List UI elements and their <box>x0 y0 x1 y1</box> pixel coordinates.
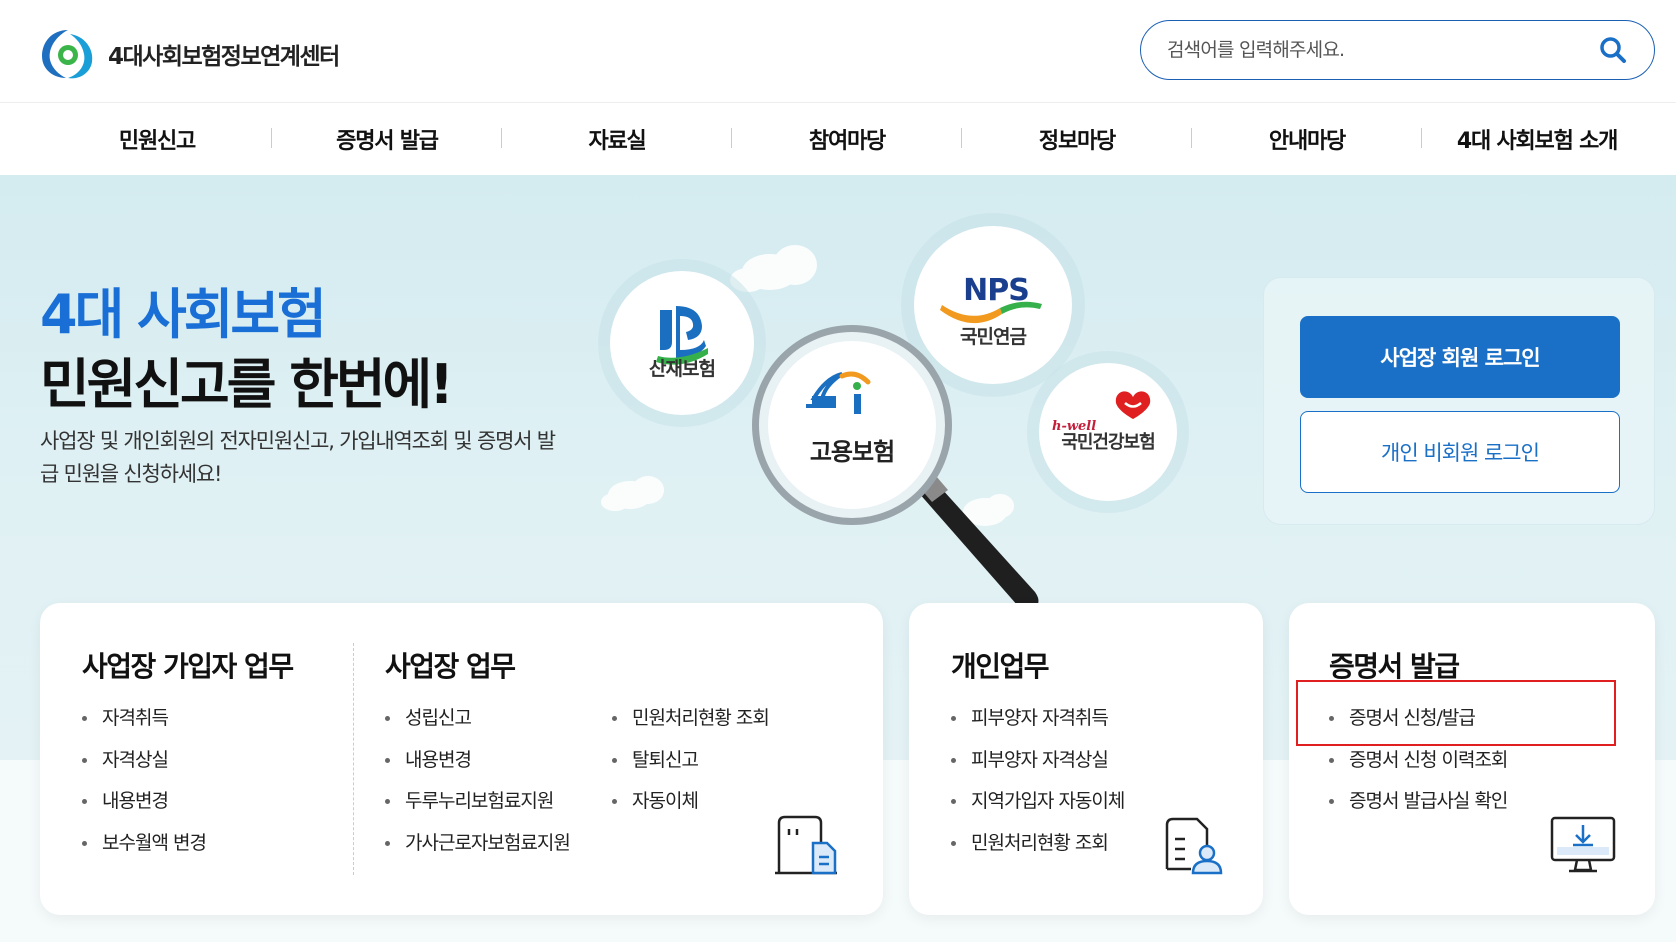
main-nav: 민원신고 증명서 발급 자료실 참여마당 정보마당 안내마당 4대 사회보험 소… <box>0 102 1676 175</box>
nps-label: 국민연금 <box>960 326 1026 348</box>
insurance-illustration: 산재보험 NPS 국민연금 h-well 국민건강보험 고용보험 <box>598 213 1189 610</box>
highlight-box <box>1296 680 1616 746</box>
list-item[interactable]: 탈퇴신고 <box>612 745 769 787</box>
certificate-title: 증명서 발급 <box>1329 650 1460 683</box>
list-item[interactable]: 민원처리현황 조회 <box>951 828 1124 870</box>
list-item[interactable]: 자격상실 <box>82 745 206 787</box>
hwell-logo-text: h-well <box>1052 419 1096 434</box>
logo-mark-icon <box>42 30 93 79</box>
person-document-icon <box>1165 817 1223 875</box>
nav-item-participation[interactable]: 참여마당 <box>732 123 962 155</box>
list-item[interactable]: 증명서 발급사실 확인 <box>1329 786 1508 828</box>
certificate-apply-link[interactable]: 증명서 신청/발급 <box>1329 703 1507 745</box>
biz-list-col1: 성립신고 내용변경 두루누리보험료지원 가사근로자보험료지원 <box>385 703 571 870</box>
biz-member-list: 자격취득 자격상실 내용변경 보수월액 변경 <box>82 703 207 870</box>
cloud-icon <box>730 245 817 292</box>
list-item[interactable]: 피부양자 자격취득 <box>951 703 1124 745</box>
list-item[interactable]: 피부양자 자격상실 <box>951 745 1124 787</box>
nav-item-guide[interactable]: 안내마당 <box>1192 123 1422 155</box>
magnifier-icon: 고용보험 <box>752 325 1039 610</box>
business-login-button[interactable]: 사업장 회원 로그인 <box>1300 316 1620 398</box>
list-item[interactable]: 내용변경 <box>82 786 206 828</box>
login-panel: 사업장 회원 로그인 개인 비회원 로그인 <box>1263 277 1655 525</box>
list-item[interactable]: 자격취득 <box>82 703 206 745</box>
sanjae-label: 산재보험 <box>649 358 715 380</box>
site-logo[interactable]: 4대사회보험정보연계센터 <box>40 26 340 82</box>
hero-title-highlight: 4대 사회보험 <box>40 283 327 346</box>
list-item[interactable]: 증명서 신청 이력조회 <box>1329 745 1508 787</box>
search-input[interactable] <box>1167 39 1598 61</box>
site-header: 4대사회보험정보연계센터 <box>0 0 1676 100</box>
hero-description: 사업장 및 개인회원의 전자민원신고, 가입내역조회 및 증명서 발급 민원을 … <box>40 429 556 486</box>
nps-logo-text: NPS <box>963 273 1029 308</box>
personal-card: 개인업무 피부양자 자격취득 피부양자 자격상실 지역가입자 자동이체 민원처리… <box>909 603 1263 915</box>
personal-title: 개인업무 <box>951 650 1050 683</box>
nhis-circle: h-well 국민건강보험 <box>1027 351 1189 513</box>
sanjae-insurance-circle: 산재보험 <box>598 259 766 427</box>
personal-login-button[interactable]: 개인 비회원 로그인 <box>1300 411 1620 493</box>
cloud-icon <box>963 494 1014 526</box>
certificate-list: 증명서 신청/발급 증명서 신청 이력조회 증명서 발급사실 확인 <box>1329 703 1508 828</box>
nav-item-certificate[interactable]: 증명서 발급 <box>272 123 502 155</box>
list-item[interactable]: 민원처리현황 조회 <box>612 703 770 745</box>
ei-label: 고용보험 <box>810 438 894 466</box>
biz-member-title: 사업장 가입자 업무 <box>82 650 294 683</box>
logo-text: 4대사회보험정보연계센터 <box>108 44 340 70</box>
list-item[interactable]: 성립신고 <box>385 703 570 745</box>
building-document-icon <box>775 815 837 875</box>
nav-item-information[interactable]: 정보마당 <box>962 123 1192 155</box>
biz-list-col2: 민원처리현황 조회 탈퇴신고 자동이체 <box>612 703 770 828</box>
nav-item-civil-report[interactable]: 민원신고 <box>42 123 272 155</box>
card-divider <box>353 643 354 875</box>
list-item[interactable]: 두루누리보험료지원 <box>385 786 570 828</box>
business-card: 사업장 가입자 업무 자격취득 자격상실 내용변경 보수월액 변경 사업장 업무… <box>40 603 883 915</box>
nav-item-library[interactable]: 자료실 <box>502 123 732 155</box>
list-item[interactable]: 지역가입자 자동이체 <box>951 786 1125 828</box>
search-icon[interactable] <box>1598 35 1628 65</box>
list-item[interactable]: 보수월액 변경 <box>82 828 207 870</box>
monitor-download-icon <box>1550 816 1616 873</box>
cloud-icon <box>601 476 664 511</box>
nps-circle: NPS 국민연금 <box>901 213 1085 397</box>
list-item[interactable]: 가사근로자보험료지원 <box>385 828 571 870</box>
hero-title: 민원신고를 한번에! <box>40 353 454 416</box>
nhis-label: 국민건강보험 <box>1061 431 1154 453</box>
personal-list: 피부양자 자격취득 피부양자 자격상실 지역가입자 자동이체 민원처리현황 조회 <box>951 703 1125 870</box>
biz-title: 사업장 업무 <box>385 650 516 683</box>
certificate-card: 증명서 발급 증명서 신청/발급 증명서 신청 이력조회 증명서 발급사실 확인 <box>1289 603 1655 915</box>
list-item[interactable]: 자동이체 <box>612 786 769 828</box>
nav-item-about[interactable]: 4대 사회보험 소개 <box>1456 129 1619 154</box>
list-item[interactable]: 내용변경 <box>385 745 570 787</box>
search-box <box>1140 20 1655 80</box>
